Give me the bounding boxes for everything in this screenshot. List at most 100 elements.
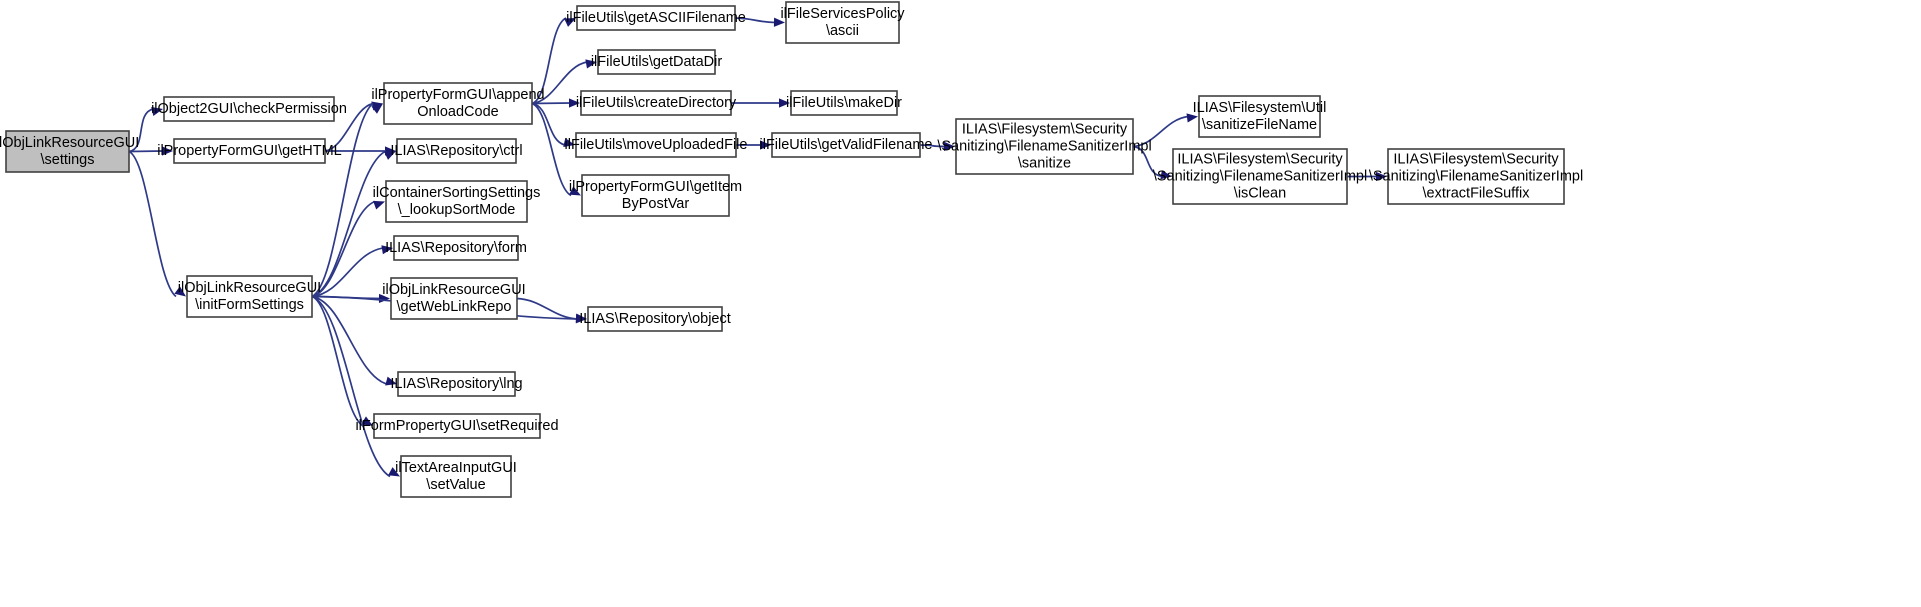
node-ilias-repository-lng[interactable]: ILIAS\Repository\lng (390, 371, 523, 397)
edge-ilobjlinkresourcegui-settings-to-ilobject2gui-checkpermission (128, 107, 163, 153)
node-box[interactable] (173, 138, 326, 164)
edge-ilobjlinkresourcegui-initformsettings-to-ilias-repository-lng (311, 295, 397, 386)
node-iltextareainputgui-setvalue[interactable]: ilTextAreaInputGUI\setValue (395, 455, 517, 498)
edge-ilpropertyformgui-appendonloadcode-to-ilpropertyformgui-getitembypostvar (531, 102, 581, 197)
edge-arrowhead (388, 467, 400, 477)
node-ilfileutils-getasciifilename[interactable]: ilFileUtils\getASCIIFilename (566, 5, 746, 31)
node-label-line-1: ilTextAreaInputGUI (395, 460, 517, 476)
edge-ilias-filesystem-security-sanitizing-filenamesanitizerimpl-to-ilias-filesystem-security-sanitizing-filenamesanitizerimpl (1347, 171, 1387, 182)
node-box[interactable] (575, 132, 737, 158)
edge-arrowhead (1160, 170, 1172, 180)
edge-ilobjlinkresourcegui-settings-to-ilobjlinkresourcegui-initformsettings (128, 150, 186, 298)
node-ilobjlinkresourcegui-getweblinkrepo[interactable]: ilObjLinkResourceGUI\getWebLinkRepo (382, 277, 526, 320)
node-ilobjlinkresourcegui-settings[interactable]: ilObjLinkResourceGUI\settings (0, 130, 139, 173)
edge-line (516, 297, 578, 320)
node-ilfileutils-getvalidfilename[interactable]: ilFileUtils\getValidFilename (760, 132, 933, 158)
node-label-line-1: ILIAS\Filesystem\Security (962, 121, 1128, 137)
edge-arrowhead (564, 18, 576, 27)
node-ilpropertyformgui-gethtml[interactable]: ilPropertyFormGUI\getHTML (157, 138, 342, 164)
node-box[interactable] (396, 138, 517, 164)
edge-arrowhead (1186, 113, 1198, 123)
node-box[interactable] (1198, 95, 1321, 138)
node-ilobjlinkresourcegui-initformsettings[interactable]: ilObjLinkResourceGUI\initFormSettings (178, 275, 321, 318)
node-ilias-filesystem-security-sanitizing-filenamesanitizerimpl-extractfilesuffix[interactable]: ILIAS\Filesystem\Security\Sanitizing\Fil… (1369, 148, 1583, 205)
node-box[interactable] (186, 275, 313, 318)
node-box[interactable] (576, 5, 736, 31)
node-ilias-filesystem-security-sanitizing-filenamesanitizerimpl-sanitize[interactable]: ILIAS\Filesystem\Security\Sanitizing\Fil… (937, 118, 1152, 175)
node-box[interactable] (397, 371, 516, 397)
node-ilias-repository-object[interactable]: ILIAS\Repository\object (579, 306, 731, 332)
node-box[interactable] (163, 96, 335, 122)
node-label-line-2: OnloadCode (417, 104, 498, 120)
node-label-line-1: ILIAS\Repository\object (579, 311, 731, 327)
node-box[interactable] (790, 90, 898, 116)
edge-line (128, 108, 154, 153)
node-box[interactable] (580, 90, 732, 116)
node-ilfileutils-createdirectory[interactable]: ilFileUtils\createDirectory (576, 90, 737, 116)
node-ilfileservicespolicy-ascii[interactable]: ilFileServicesPolicy\ascii (780, 1, 905, 44)
node-box[interactable] (390, 277, 518, 320)
edge-arrowhead (373, 200, 385, 210)
node-box[interactable] (393, 235, 519, 261)
node-label-line-1: ilObjLinkResourceGUI (178, 280, 321, 296)
node-ilias-repository-ctrl[interactable]: ILIAS\Repository\ctrl (390, 138, 523, 164)
node-box[interactable] (587, 306, 723, 332)
node-label-line-1: ilFileUtils\getDataDir (591, 54, 723, 70)
node-ilcontainersortingsettings-lookupsortmode[interactable]: ilContainerSortingSettings\_lookupSortMo… (373, 180, 541, 223)
node-box[interactable] (955, 118, 1134, 175)
edge-arrowhead (1376, 171, 1387, 182)
edge-ilfileutils-getvalidfilename-to-ilias-filesystem-security-sanitizing-filenamesanitizerimpl (919, 141, 955, 152)
node-box[interactable] (785, 1, 900, 44)
edge-arrowhead (174, 286, 186, 297)
node-label-line-2: \settings (41, 152, 95, 168)
node-label-line-1: ilContainerSortingSettings (373, 185, 541, 201)
edges-layer (128, 17, 1387, 478)
node-ilfileutils-makedir[interactable]: ilFileUtils\makeDir (786, 90, 902, 116)
node-ilfileutils-getdatadir[interactable]: ilFileUtils\getDataDir (591, 49, 723, 75)
node-label-line-2: \setValue (426, 477, 485, 493)
edge-arrowhead (943, 141, 955, 152)
node-label-line-2: \initFormSettings (195, 297, 304, 313)
node-ilias-repository-form[interactable]: ILIAS\Repository\form (385, 235, 527, 261)
node-box[interactable] (1172, 148, 1348, 205)
node-ilias-filesystem-security-sanitizing-filenamesanitizerimpl-isclean[interactable]: ILIAS\Filesystem\Security\Sanitizing\Fil… (1153, 148, 1367, 205)
node-box[interactable] (383, 82, 533, 125)
node-label-line-1: ilPropertyFormGUI\getHTML (157, 143, 342, 159)
edge-ilobjlinkresourcegui-getweblinkrepo-to-ilias-repository-object (516, 297, 587, 323)
edge-arrowhead (384, 151, 396, 160)
node-label-line-1: ilFileUtils\moveUploadedFile (565, 137, 748, 153)
edge-ilias-filesystem-security-sanitizing-filenamesanitizerimpl-to-ilias-filesystem-security-sanitizing-filenamesanitizerimpl (1132, 145, 1172, 180)
edge-line (531, 102, 566, 146)
node-label-line-3: \sanitize (1018, 155, 1071, 171)
node-box[interactable] (597, 49, 716, 75)
edge-arrowhead (575, 313, 587, 323)
node-label-line-1: ILIAS\Filesystem\Security (1177, 151, 1343, 167)
edge-line (128, 150, 177, 298)
edge-arrowhead (361, 416, 373, 426)
node-box[interactable] (5, 130, 130, 173)
node-box[interactable] (1387, 148, 1565, 205)
node-ilias-filesystem-util-sanitizefilename[interactable]: ILIAS\Filesystem\Util\sanitizeFileName (1193, 95, 1327, 138)
node-label-line-1: ILIAS\Repository\lng (390, 376, 522, 392)
node-box[interactable] (771, 132, 921, 158)
node-ilformpropertygui-setrequired[interactable]: ilFormPropertyGUI\setRequired (355, 413, 559, 439)
node-ilfileutils-moveuploadedfile[interactable]: ilFileUtils\moveUploadedFile (565, 132, 748, 158)
edge-line (311, 295, 388, 385)
node-ilobject2gui-checkpermission[interactable]: ilObject2GUI\checkPermission (151, 96, 347, 122)
node-box[interactable] (373, 413, 541, 439)
node-label-line-2: \Sanitizing\FilenameSanitizerImpl (1369, 168, 1583, 184)
edge-arrowhead (773, 17, 785, 27)
edge-line (734, 17, 776, 24)
edge-ilfileutils-moveuploadedfile-to-ilfileutils-getvalidfilename (736, 140, 771, 150)
node-label-line-2: \Sanitizing\FilenameSanitizerImpl (1153, 168, 1367, 184)
node-box[interactable] (581, 174, 730, 217)
node-label-line-1: ilObjLinkResourceGUI (0, 135, 139, 151)
node-box[interactable] (400, 455, 512, 498)
node-label-line-1: ilFileUtils\getASCIIFilename (566, 10, 746, 26)
node-box[interactable] (385, 180, 528, 223)
node-label-line-1: ILIAS\Filesystem\Util (1193, 100, 1327, 116)
